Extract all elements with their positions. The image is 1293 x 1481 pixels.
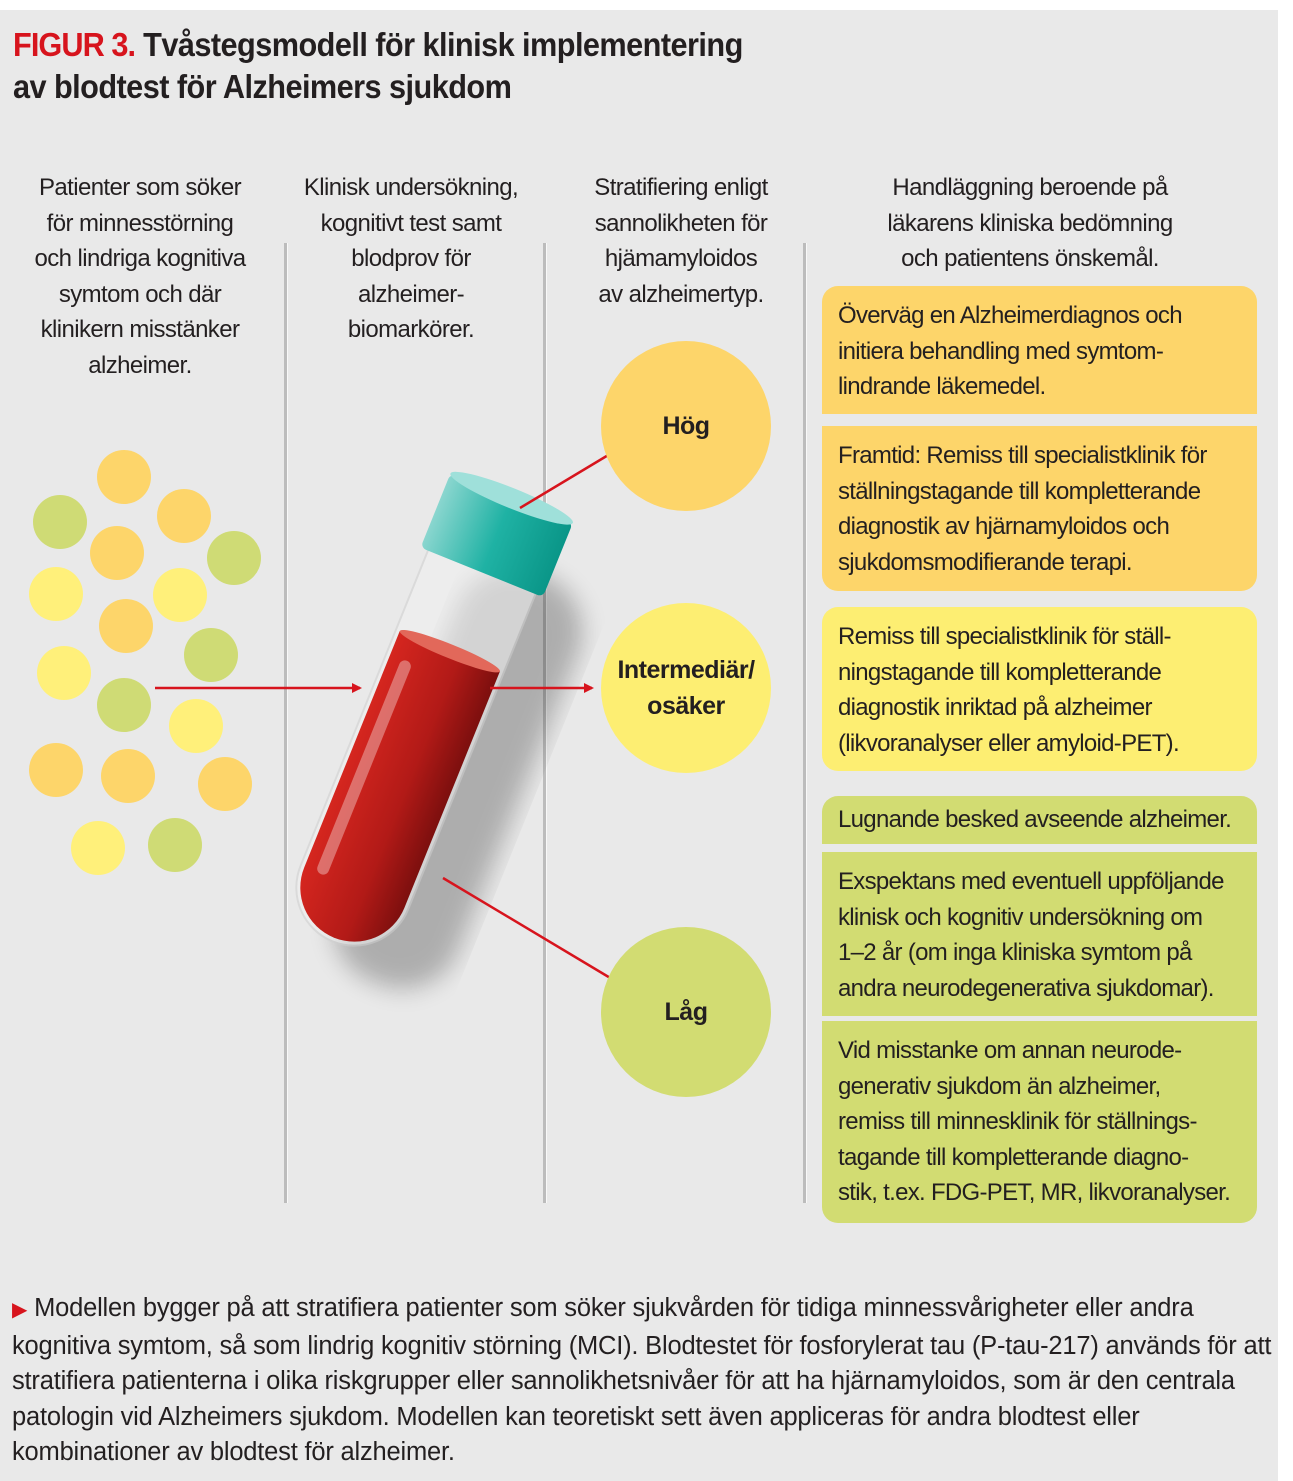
- level-high: Hög: [601, 341, 771, 511]
- patient-dot: [198, 757, 252, 811]
- column-header-patients: Patienter som söker för minnesstörning o…: [34, 174, 247, 379]
- column-divider: [284, 243, 287, 1203]
- column-header-management: Handläggning beroende på läkarens klinis…: [887, 174, 1173, 272]
- figure-title: FIGUR 3. Tvåstegsmodell för klinisk impl…: [13, 24, 897, 108]
- patient-dot: [148, 818, 202, 872]
- blood-tube: [295, 471, 583, 989]
- caption-text: Modellen bygger på att stratifiera patie…: [12, 1294, 1272, 1466]
- column-header-stratification: Stratifiering enligt sannolikheten för h…: [594, 174, 768, 308]
- arrow-to-high: [519, 446, 622, 510]
- caption-triangle-icon: ▶: [12, 1299, 28, 1321]
- patient-dot: [97, 450, 151, 504]
- patient-dot: [157, 489, 211, 543]
- patient-dot: [101, 749, 155, 803]
- action-box-intermediate: Remiss till specialistklinik för ställ- …: [822, 607, 1257, 771]
- patient-dot: [207, 531, 261, 585]
- action-box-low-2: Exspektans med eventuell uppföljande kli…: [822, 852, 1257, 1016]
- level-low: Låg: [601, 927, 771, 1097]
- patient-dot: [169, 699, 223, 753]
- figure-caption: ▶ Modellen bygger på att stratifiera pat…: [12, 1291, 1274, 1471]
- level-intermediate: Intermediär/ osäker: [601, 603, 771, 773]
- action-box-high-2: Framtid: Remiss till specialistklinik fö…: [822, 426, 1257, 591]
- action-box-low-1: Lugnande besked avseende alzheimer.: [822, 796, 1257, 844]
- patient-dot: [184, 628, 238, 682]
- figure-label: FIGUR 3.: [13, 26, 136, 63]
- patient-dot: [153, 568, 207, 622]
- patient-dot: [99, 599, 153, 653]
- action-box-high-1: Överväg en Alzheimerdiagnos och initiera…: [822, 286, 1257, 414]
- column-divider: [803, 243, 806, 1203]
- action-box-low-3: Vid misstanke om annan neurode- generati…: [822, 1021, 1257, 1223]
- patient-dot: [33, 495, 87, 549]
- tube-cap: [422, 475, 572, 596]
- patient-dot: [37, 646, 91, 700]
- title-line-1: Tvåstegsmodell för klinisk implementerin…: [143, 26, 743, 63]
- patient-dot: [71, 821, 125, 875]
- title-line-2: av blodtest för Alzheimers sjukdom: [13, 68, 512, 105]
- arrow-to-low: [442, 876, 624, 987]
- column-header-examination: Klinisk undersökning, kognitivt test sam…: [303, 174, 519, 343]
- patient-dot: [90, 526, 144, 580]
- patient-dot: [97, 678, 151, 732]
- patient-dot: [29, 743, 83, 797]
- patient-dot: [29, 567, 83, 621]
